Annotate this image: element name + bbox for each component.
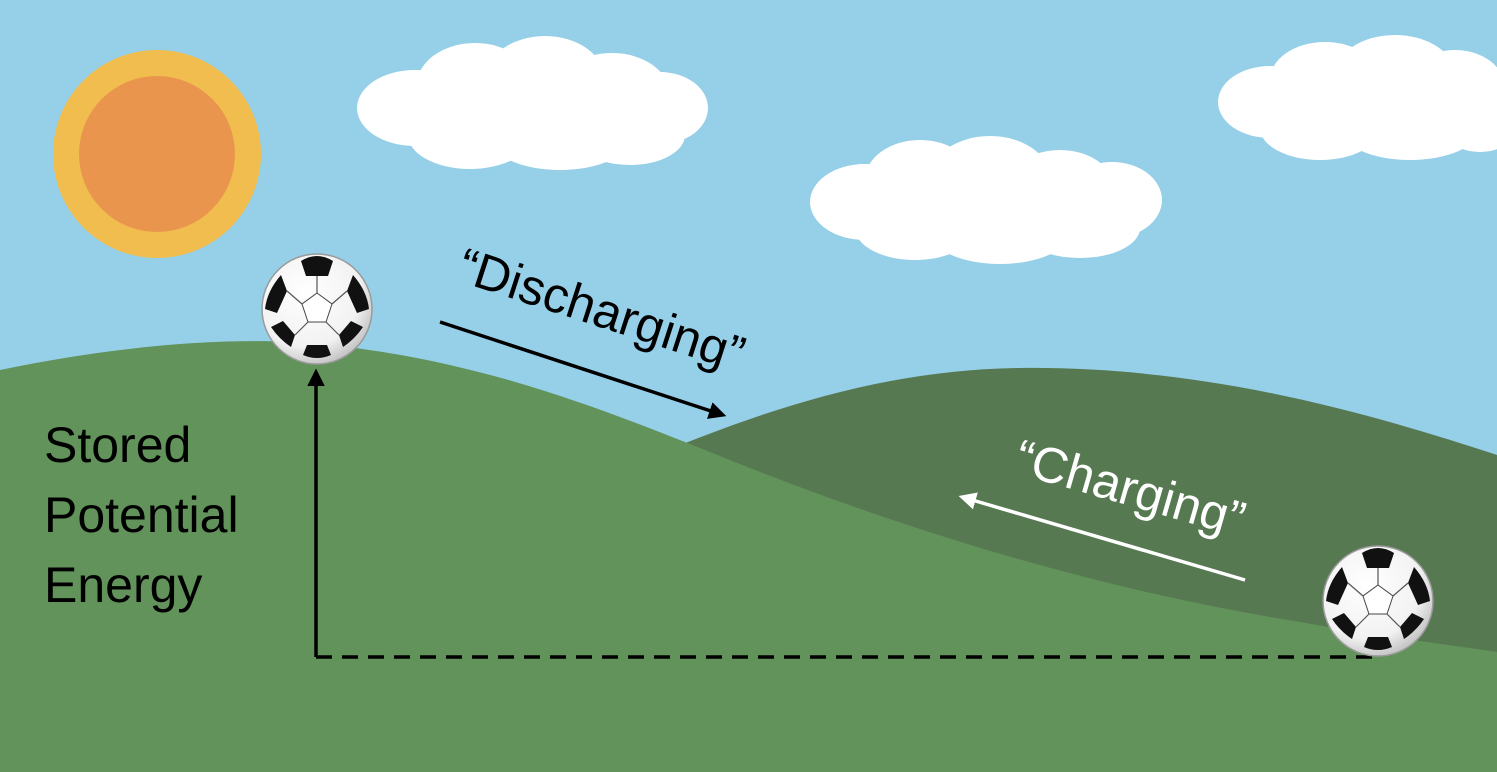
- charging-arrow: [958, 492, 1246, 582]
- front-hill: [0, 341, 1497, 772]
- soccer-ball-icon: [261, 253, 373, 365]
- cloud-icon: [810, 136, 1162, 264]
- cloud-icon: [357, 36, 708, 170]
- sun-icon: [53, 50, 261, 258]
- discharging-arrow: [439, 320, 727, 419]
- stored-energy-label-line3: Energy: [44, 557, 202, 613]
- stored-energy-label-line2: Potential: [44, 487, 239, 543]
- soccer-ball-icon: [1322, 545, 1434, 657]
- stored-energy-label-line1: Stored: [44, 417, 191, 473]
- cloud-icon: [1218, 35, 1497, 160]
